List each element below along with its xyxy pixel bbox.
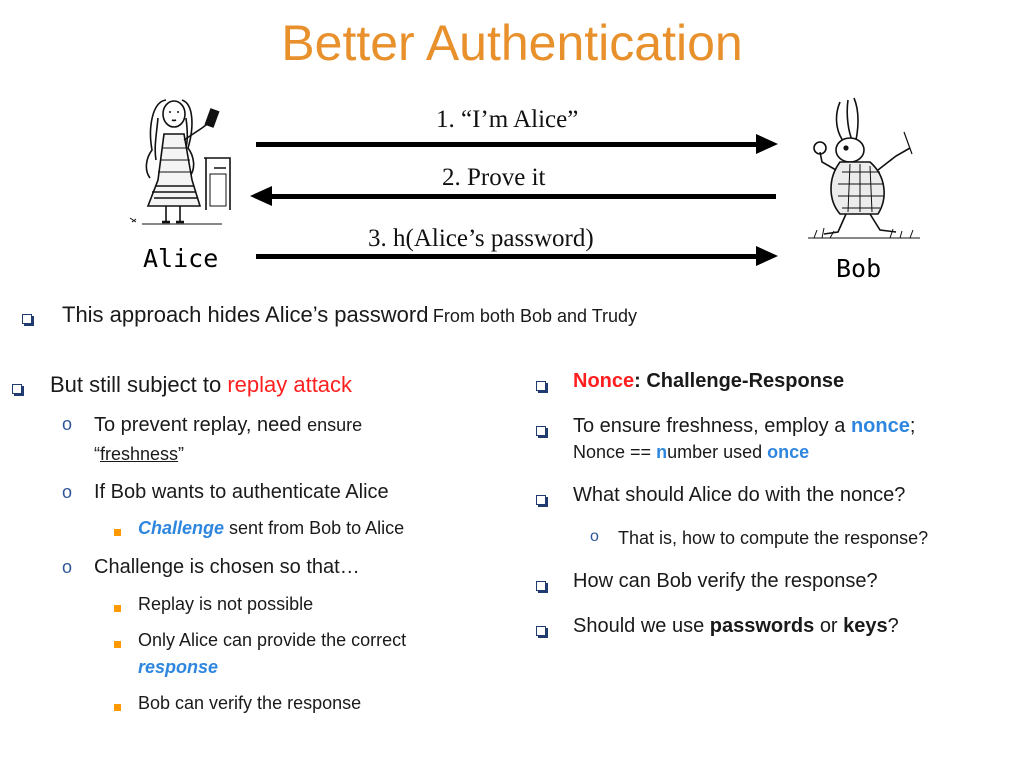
bullet-square-icon	[536, 492, 546, 510]
message-2-label: 2. Prove it	[442, 164, 546, 191]
left-sub-3: Challenge is chosen so that…	[94, 556, 360, 578]
right-bullet-3: What should Alice do with the nonce?	[573, 484, 906, 506]
nonce-heading: Nonce	[573, 370, 635, 392]
top-bullet-main: This approach hides Alice’s password	[62, 302, 429, 327]
left-sub-1-line2: “freshness”	[94, 444, 185, 464]
message-1-label: 1. “I’m Alice”	[436, 106, 579, 133]
keys-text: keys	[843, 615, 888, 637]
o-bullet-icon: o	[62, 557, 73, 577]
slide-title: Better Authentication	[281, 15, 743, 71]
right-bullet-5: Should we use passwords or keys?	[573, 615, 899, 637]
left-sub-3a: Replay is not possible	[138, 594, 314, 614]
square-bullet-icon	[114, 599, 121, 617]
square-bullet-icon	[114, 523, 121, 541]
left-sub-2: If Bob wants to authenticate Alice	[94, 481, 389, 503]
bullet-square-icon	[536, 623, 546, 641]
square-bullet-icon	[114, 635, 121, 653]
white-rabbit-icon	[800, 92, 928, 244]
bullet-square-icon	[536, 578, 546, 596]
challenge-text: Challenge	[138, 518, 225, 538]
right-bullet-2: To ensure freshness, employ a nonce;	[573, 415, 916, 437]
left-bullet-1: But still subject to replay attack	[50, 372, 353, 397]
top-bullet-small: From both Bob and Trudy	[432, 306, 638, 326]
top-bullet: This approach hides Alice’s password Fro…	[62, 302, 637, 328]
bullet-square-icon	[12, 381, 22, 399]
bullet-square-icon	[536, 378, 546, 396]
left-sub-2a: Challenge sent from Bob to Alice	[138, 518, 405, 538]
o-bullet-icon: o	[62, 414, 73, 434]
right-bullet-2-line2: Nonce == number used once	[573, 442, 810, 462]
bullet-square-icon	[536, 423, 546, 441]
arrow-bob-to-alice	[250, 186, 776, 206]
left-sub-3c: Bob can verify the response	[138, 693, 362, 713]
message-3-label: 3. h(Alice’s password)	[368, 225, 594, 252]
right-bullet-1: Nonce: Challenge-Response	[573, 370, 845, 392]
square-bullet-icon	[114, 698, 121, 716]
once-text: once	[767, 442, 810, 462]
o-bullet-icon: o	[62, 482, 73, 502]
right-sub-3a: That is, how to compute the response?	[618, 528, 929, 548]
left-sub-1: To prevent replay, need ensure	[94, 414, 363, 436]
alice-label: Alice	[143, 244, 219, 273]
bob-label: Bob	[836, 254, 882, 283]
alice-figure-icon	[122, 88, 234, 230]
right-bullet-4: How can Bob verify the response?	[573, 570, 878, 592]
left-sub-3b: Only Alice can provide the correct	[138, 630, 407, 650]
o-bullet-icon: o	[590, 528, 599, 545]
replay-attack-text: replay attack	[227, 372, 353, 397]
arrow-alice-to-bob-1	[256, 134, 778, 154]
nonce-text: nonce	[850, 415, 910, 437]
arrow-alice-to-bob-3	[256, 246, 778, 266]
response-text: response	[138, 657, 219, 677]
bullet-square-icon	[22, 311, 32, 329]
freshness-text: freshness	[100, 444, 179, 464]
passwords-text: passwords	[709, 615, 815, 637]
